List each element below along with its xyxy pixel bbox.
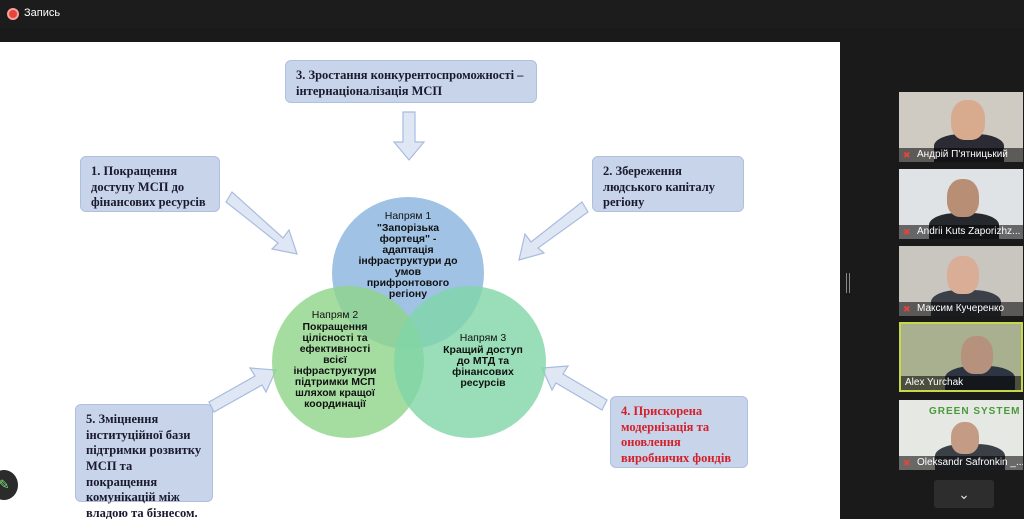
shared-slide: 3. Зростання конкурентоспроможності – ін… [0, 42, 840, 519]
goal-box-3-text: 3. Зростання конкурентоспроможності – ін… [296, 68, 524, 98]
participant-name: Андрій П'ятницький [899, 148, 1023, 162]
circle-2-line: шляхом кращої [295, 387, 376, 399]
goal-box-1-text: 1. Покращення доступу МСП до фінансових … [91, 164, 206, 210]
circle-3-line: до МТД та [457, 355, 509, 367]
venn-circle-2 [272, 286, 424, 438]
circle-2-line: підтримки МСП [295, 376, 375, 388]
circle-1-line: прифронтового [367, 277, 449, 289]
recording-bar: Запись [0, 0, 1024, 28]
annotate-pen-icon[interactable]: ✎ [0, 470, 18, 500]
participant-tile[interactable]: GREEN SYSTEM Oleksandr Safronkin _... ✖ [899, 400, 1023, 470]
circle-1-title: Напрям 1 [385, 210, 432, 222]
goal-box-4-text: 4. Прискорена модернізація та оновлення … [621, 404, 732, 465]
participant-name: Максим Кучеренко [899, 302, 1023, 316]
participant-name: Andrii Kuts Zaporizhz... [899, 225, 1023, 239]
arrow-left-up-icon [541, 365, 608, 411]
goal-box-5-text: 5. Зміцнення інституційної бази підтримк… [86, 412, 202, 519]
circle-2-line: координації [304, 398, 367, 410]
participant-name: Alex Yurchak [901, 376, 1021, 390]
venn-circle-3 [394, 286, 546, 438]
record-icon[interactable] [7, 8, 19, 20]
circle-3-line: Кращий доступ [443, 344, 523, 356]
venn-diagram: Напрям 1 "Запорізька фортеця" - адаптаці… [208, 111, 608, 438]
panel-resize-handle[interactable] [846, 273, 850, 293]
circle-1-line: регіону [389, 288, 427, 300]
circle-2-line: цілісності та [302, 332, 367, 344]
participant-avatar [947, 179, 979, 217]
circle-1-line: адаптація [382, 244, 433, 256]
circle-1-line: "Запорізька [377, 222, 439, 234]
participant-avatar [951, 100, 985, 140]
goal-box-1: 1. Покращення доступу МСП до фінансових … [80, 156, 220, 212]
participant-tile[interactable]: Максим Кучеренко ✖ [899, 246, 1023, 316]
participant-avatar [947, 256, 979, 294]
circle-3-title: Напрям 3 [460, 332, 507, 344]
record-label: Запись [24, 7, 61, 19]
goal-box-3: 3. Зростання конкурентоспроможності – ін… [285, 60, 537, 103]
circle-2-title: Напрям 2 [312, 309, 359, 321]
goal-box-4: 4. Прискорена модернізація та оновлення … [610, 396, 748, 468]
circle-1-line: умов [395, 266, 422, 278]
participant-avatar [961, 336, 993, 374]
mic-muted-icon: ✖ [903, 150, 911, 160]
arrow-left-down-icon [518, 201, 589, 261]
meeting-stage: 3. Зростання конкурентоспроможності – ін… [0, 28, 1024, 519]
company-logo: GREEN SYSTEM [929, 406, 1021, 417]
circle-2-line: ефективності [300, 343, 371, 355]
arrow-down-icon [392, 111, 426, 161]
mic-muted-icon: ✖ [903, 227, 911, 237]
arrow-right-down-icon [225, 191, 298, 255]
circle-2-line: Покращення [303, 321, 368, 333]
circle-2-line: інфраструктури [293, 365, 376, 377]
participant-tile[interactable]: Андрій П'ятницький ✖ [899, 92, 1023, 162]
circle-1-line: інфраструктури до [358, 255, 457, 267]
circle-3-line: ресурсів [460, 377, 506, 389]
mic-muted-icon: ✖ [903, 458, 911, 468]
participant-tile[interactable]: Andrii Kuts Zaporizhz... ✖ [899, 169, 1023, 239]
participant-avatar [951, 422, 979, 454]
goal-box-2-text: 2. Збереження людського капіталу регіону [603, 164, 716, 210]
mic-muted-icon: ✖ [903, 304, 911, 314]
circle-3-line: фінансових [452, 366, 514, 378]
chevron-down-icon[interactable]: ⌄ [934, 480, 994, 508]
participant-name: Oleksandr Safronkin _... [899, 456, 1023, 470]
participant-tile-active[interactable]: Alex Yurchak [899, 322, 1023, 392]
goal-box-2: 2. Збереження людського капіталу регіону [592, 156, 744, 212]
circle-1-line: фортеця" - [380, 233, 437, 245]
circle-2-line: всієї [323, 354, 348, 366]
goal-box-5: 5. Зміцнення інституційної бази підтримк… [75, 404, 213, 519]
arrow-right-up-icon [208, 367, 277, 413]
